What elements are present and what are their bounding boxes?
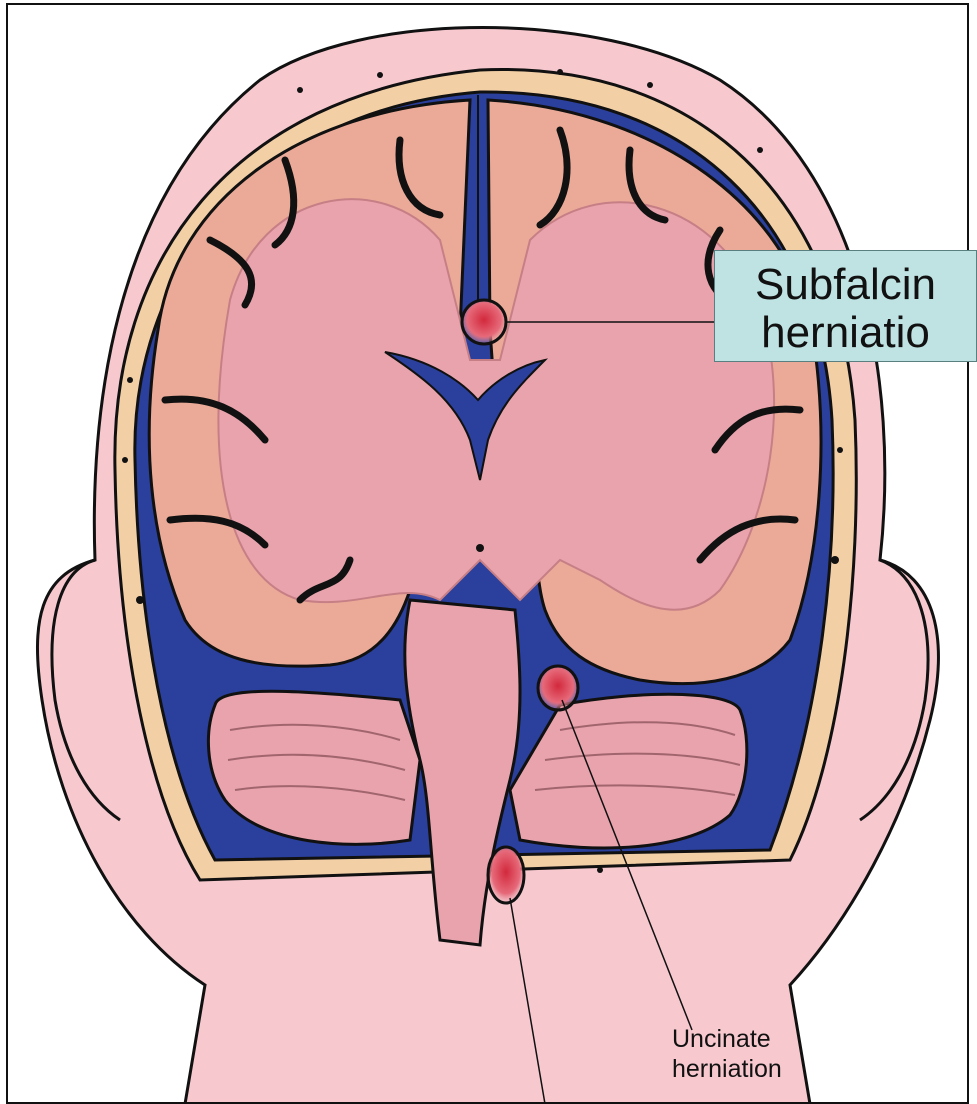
subfalcine-label-line2: herniatio	[715, 309, 976, 357]
figure-border	[6, 3, 969, 1104]
subfalcine-callout: Subfalcin herniatio	[714, 250, 977, 362]
uncinate-label-line1: Uncinate	[672, 1024, 822, 1054]
uncinate-label: Uncinate herniation	[672, 1024, 822, 1084]
uncinate-label-line2: herniation	[672, 1054, 822, 1084]
subfalcine-label-line1: Subfalcin	[715, 261, 976, 309]
